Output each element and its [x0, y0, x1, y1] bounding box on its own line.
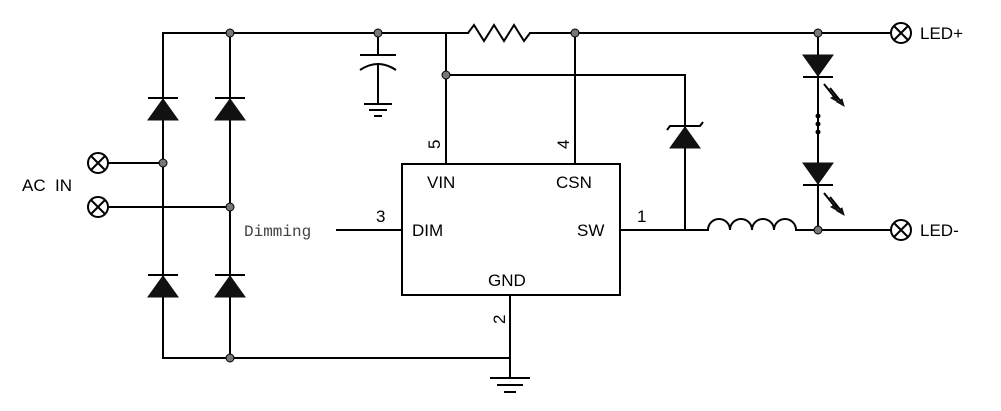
dimming-label: Dimming [244, 223, 311, 241]
ground-icon [490, 377, 530, 393]
terminal-icon [890, 22, 912, 44]
led-ellipsis [815, 113, 821, 135]
bridge-diodes [147, 97, 246, 298]
terminal-icon [87, 196, 109, 218]
pin-dim-label: DIM [412, 221, 443, 240]
inductor-icon [707, 218, 797, 231]
terminal-icon [890, 219, 912, 241]
pin-5-number: 5 [425, 140, 444, 149]
pin-vin-label: VIN [427, 173, 455, 192]
pin-csn-label: CSN [556, 173, 592, 192]
pin-1-number: 1 [637, 207, 646, 226]
led-minus-label: LED- [920, 221, 959, 240]
diode-icon [214, 97, 246, 121]
diode-icon [147, 97, 179, 121]
pin-2-number: 2 [490, 315, 509, 324]
ground-icon [364, 103, 392, 117]
diode-icon [214, 274, 246, 298]
zener-diode-icon [666, 121, 704, 149]
led-icon [802, 162, 845, 217]
junction-dots [158, 28, 823, 363]
resistor-icon [467, 23, 534, 43]
pin-sw-label: SW [577, 221, 604, 240]
pin-3-number: 3 [376, 207, 385, 226]
pin-gnd-label: GND [488, 271, 526, 290]
diode-icon [147, 274, 179, 298]
pin-4-number: 4 [554, 140, 573, 149]
led-plus-label: LED+ [920, 24, 963, 43]
terminal-icon [87, 152, 109, 174]
capacitor-icon [359, 54, 397, 71]
led-icon [802, 54, 845, 108]
driver-ic [401, 163, 621, 296]
ac-in-label: AC IN [22, 176, 72, 195]
wires [107, 32, 892, 379]
